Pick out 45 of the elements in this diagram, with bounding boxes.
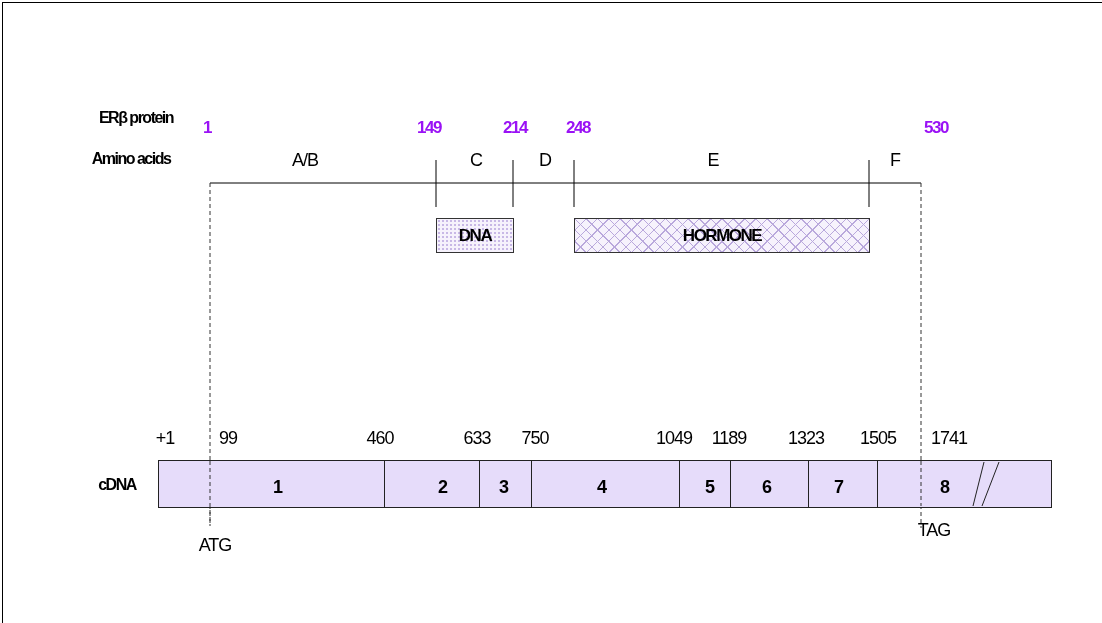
exon-segment — [531, 460, 680, 508]
codon-label: ATG — [198, 536, 232, 554]
amino-acid-position: 248 — [566, 119, 590, 136]
domain-letter: C — [470, 151, 482, 169]
exon-number: 2 — [438, 478, 448, 496]
exon-number: 6 — [762, 478, 772, 496]
exon-segment — [877, 460, 1052, 508]
nucleotide-position: 1049 — [656, 429, 692, 447]
nucleotide-position: 1189 — [711, 429, 747, 447]
domain-letter: D — [539, 151, 551, 169]
domain-letter: A/B — [292, 151, 318, 169]
exon-number: 3 — [499, 478, 509, 496]
exon-number: 8 — [940, 478, 950, 496]
row-heading: Amino acids — [91, 151, 171, 167]
protein-domain-box — [574, 218, 870, 253]
domain-label: HORMONE — [682, 227, 762, 244]
amino-acid-position: 214 — [503, 119, 527, 136]
nucleotide-position: 460 — [366, 429, 394, 447]
domain-letter: F — [890, 151, 900, 169]
exon-segment — [808, 460, 878, 508]
exon-number: 4 — [597, 478, 607, 496]
exon-segment — [679, 460, 731, 508]
exon-segment — [384, 460, 480, 508]
nucleotide-position: 1741 — [931, 429, 967, 447]
nucleotide-position: 1505 — [860, 429, 896, 447]
exon-segment — [158, 460, 385, 508]
codon-label: TAG — [917, 521, 951, 539]
domain-label: DNA — [458, 227, 492, 244]
nucleotide-position: 1323 — [788, 429, 824, 447]
domain-letter: E — [707, 151, 719, 169]
exon-segment — [730, 460, 809, 508]
nucleotide-position: +1 — [155, 429, 175, 447]
amino-acid-position: 530 — [924, 119, 948, 136]
amino-acid-position: 149 — [417, 119, 441, 136]
exon-segment — [479, 460, 532, 508]
protein-domain-box — [436, 218, 514, 253]
amino-acid-position: 1 — [203, 119, 211, 136]
nucleotide-position: 99 — [219, 429, 237, 447]
nucleotide-position: 633 — [463, 429, 491, 447]
row-heading: ERβ protein — [98, 110, 174, 126]
exon-number: 7 — [834, 478, 844, 496]
exon-number: 1 — [273, 478, 283, 496]
nucleotide-position: 750 — [521, 429, 549, 447]
exon-number: 5 — [705, 478, 715, 496]
row-heading: cDNA — [98, 477, 136, 493]
